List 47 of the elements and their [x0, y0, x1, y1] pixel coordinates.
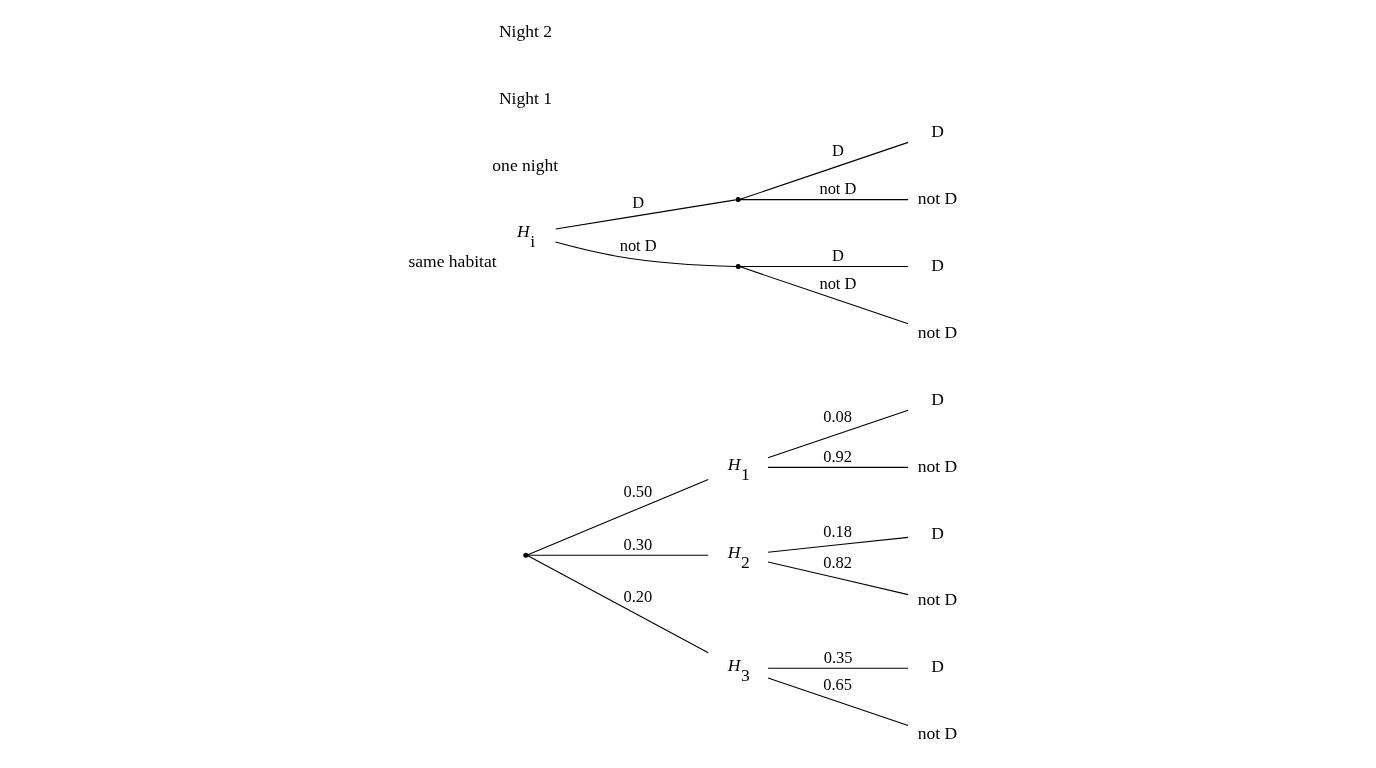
- node-point: [735, 197, 741, 203]
- connector: [767, 667, 909, 669]
- label: Night 1: [498, 87, 553, 108]
- node-text: not D: [917, 321, 958, 342]
- edge-label: 0.30: [623, 534, 653, 554]
- connector: [555, 199, 737, 230]
- edge-label: 0.82: [823, 553, 853, 573]
- connector: [739, 266, 909, 268]
- node-point: [735, 264, 741, 270]
- connector: [767, 536, 909, 553]
- connector: [554, 241, 737, 268]
- edge-label: 0.50: [623, 482, 653, 502]
- connector: [767, 677, 909, 727]
- node-text: not D: [917, 455, 958, 476]
- node-point: [523, 552, 529, 558]
- edge-label: not D: [819, 273, 857, 293]
- node-label: same habitat: [408, 251, 497, 272]
- node-text: not D: [917, 187, 958, 208]
- node-text: D: [931, 522, 945, 543]
- edge-label: D: [832, 246, 844, 266]
- node-text: D: [931, 656, 945, 677]
- connector: [527, 554, 709, 556]
- edge-label: 0.08: [823, 407, 853, 427]
- node-text: not D: [917, 589, 958, 610]
- edge-label: 0.92: [823, 446, 853, 466]
- connector: [739, 141, 909, 200]
- connector: [767, 466, 909, 468]
- node-text: D: [931, 120, 945, 141]
- connector: [739, 266, 909, 325]
- edge-label: 0.65: [823, 675, 853, 695]
- edge-label: not D: [819, 179, 857, 199]
- connector: [767, 561, 909, 596]
- connector: [527, 555, 709, 654]
- label: one night: [492, 154, 559, 175]
- edge-label: 0.35: [823, 647, 853, 667]
- connector: [527, 478, 709, 556]
- node-text: not D: [917, 723, 958, 744]
- edge-label: D: [832, 140, 844, 160]
- connector: [739, 199, 909, 201]
- edge-label: not D: [619, 236, 657, 256]
- node-text: D: [931, 254, 945, 275]
- label: Night 2: [498, 20, 553, 41]
- node-text: D: [931, 388, 945, 409]
- edge-label: 0.18: [823, 521, 853, 541]
- edge-label: D: [632, 193, 645, 213]
- edge-label: 0.20: [623, 587, 653, 607]
- connector: [767, 409, 909, 459]
